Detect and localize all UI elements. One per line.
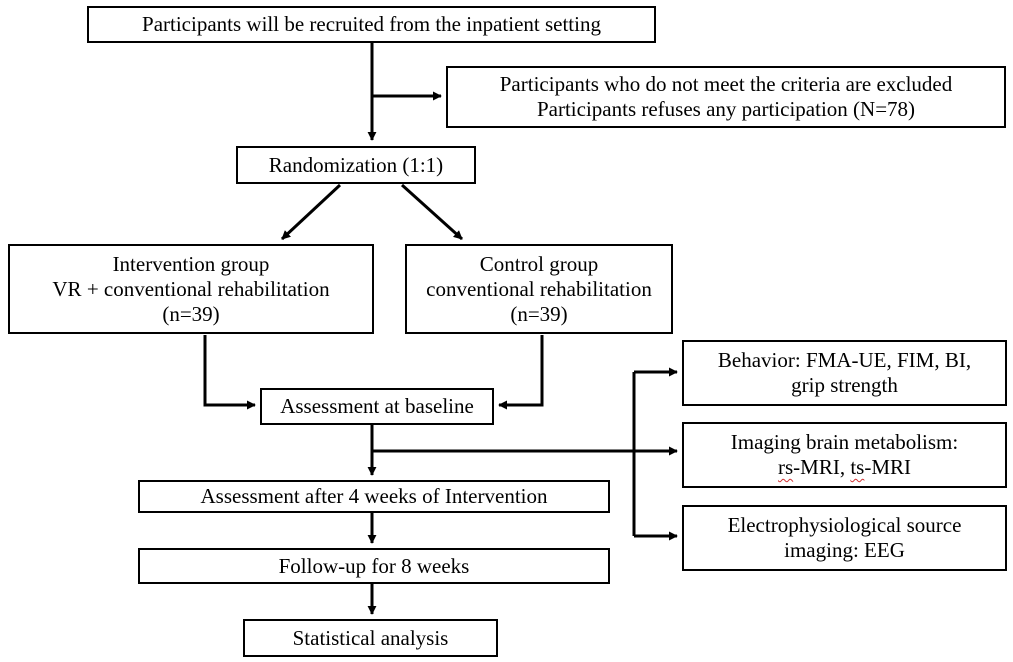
node-text: Assessment after 4 weeks of Intervention xyxy=(200,484,548,508)
node-randomization: Randomization (1:1) xyxy=(236,146,476,184)
node-text: -MRI, xyxy=(793,455,851,479)
node-text: (n=39) xyxy=(162,301,220,326)
node-text: -MRI xyxy=(864,455,912,479)
node-text: Electrophysiological source xyxy=(727,513,962,537)
node-text: Statistical analysis xyxy=(292,625,449,650)
node-baseline-assessment: Assessment at baseline xyxy=(260,388,494,425)
node-text: Follow-up for 8 weeks xyxy=(278,553,470,578)
node-text: grip strength xyxy=(791,373,898,397)
node-text: (n=39) xyxy=(510,301,568,326)
node-imaging-outcomes: Imaging brain metabolism: rs-MRI, ts-MRI xyxy=(682,422,1007,488)
node-text-line: rs-MRI, ts-MRI xyxy=(778,455,911,480)
node-follow-up: Follow-up for 8 weeks xyxy=(138,548,610,584)
node-text: Control group xyxy=(479,251,599,276)
arrow-randomization-to-control xyxy=(400,183,464,241)
node-eeg-outcomes: Electrophysiological source imaging: EEG xyxy=(682,505,1007,571)
node-text: Randomization (1:1) xyxy=(268,152,444,177)
arrow-randomization-to-intervention xyxy=(280,183,342,241)
misspelled-word-rs: rs xyxy=(777,455,794,479)
node-text: Imaging brain metabolism: xyxy=(730,430,959,454)
node-text: Intervention group xyxy=(112,251,270,276)
node-excluded: Participants who do not meet the criteri… xyxy=(446,66,1006,128)
arrow-control-to-baseline xyxy=(498,335,544,410)
node-text: VR + conventional rehabilitation xyxy=(52,276,330,301)
node-statistical-analysis: Statistical analysis xyxy=(243,619,498,657)
misspelled-word-ts: ts xyxy=(850,455,865,479)
arrow-intervention-to-baseline xyxy=(203,335,256,410)
node-text: conventional rehabilitation xyxy=(426,276,652,301)
node-assessment-after-4-weeks: Assessment after 4 weeks of Intervention xyxy=(138,480,610,513)
node-text: Participants refuses any participation (… xyxy=(536,97,916,121)
node-recruitment: Participants will be recruited from the … xyxy=(87,6,656,43)
node-behavior-outcomes: Behavior: FMA-UE, FIM, BI, grip strength xyxy=(682,340,1007,406)
node-text: Assessment at baseline xyxy=(280,394,474,418)
node-text: imaging: EEG xyxy=(784,538,905,562)
node-text: Participants will be recruited from the … xyxy=(142,12,601,36)
node-intervention-group: Intervention group VR + conventional reh… xyxy=(8,244,374,334)
node-text: Participants who do not meet the criteri… xyxy=(499,72,953,96)
node-text: Behavior: FMA-UE, FIM, BI, xyxy=(717,348,972,372)
node-control-group: Control group conventional rehabilitatio… xyxy=(405,244,673,334)
